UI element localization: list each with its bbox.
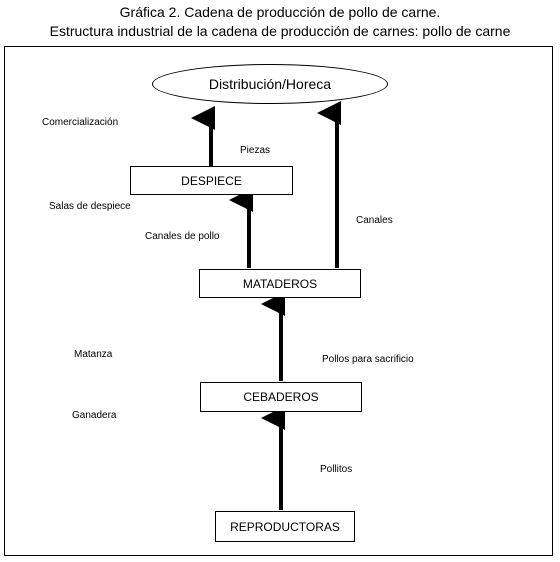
stage-label-comercializacion: Comercialización [42, 117, 119, 128]
stage-label-matanza: Matanza [74, 349, 113, 360]
node-distribucion-horeca: Distribución/Horeca [152, 64, 388, 104]
diagram-frame [4, 46, 553, 556]
node-despiece: DESPIECE [130, 166, 293, 195]
stage-label-salas-despiece: Salas de despiece [49, 201, 131, 212]
figure-subtitle: Estructura industrial de la cadena de pr… [49, 23, 511, 39]
flow-label-canales: Canales [356, 215, 393, 226]
stage-label-ganadera: Ganadera [72, 410, 117, 421]
node-cebaderos: CEBADEROS [200, 382, 362, 412]
flow-label-piezas: Piezas [240, 145, 271, 156]
node-mataderos: MATADEROS [199, 269, 361, 298]
flow-label-canales-de-pollo: Canales de pollo [145, 231, 220, 242]
figure-title: Gráfica 2. Cadena de producción de pollo… [119, 4, 441, 20]
flow-label-pollos-sacrificio: Pollos para sacrificio [322, 354, 414, 365]
flow-label-pollitos: Pollitos [320, 464, 353, 475]
node-reproductoras: REPRODUCTORAS [215, 511, 355, 542]
